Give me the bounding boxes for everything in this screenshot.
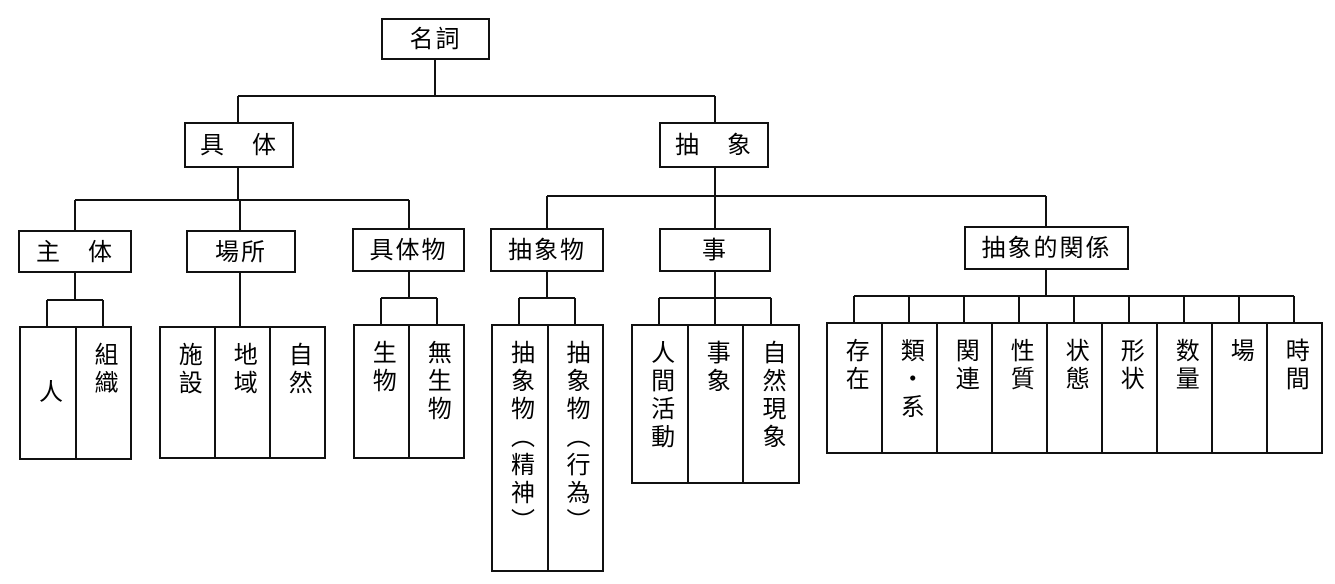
- leaf-cell: 時間: [1266, 324, 1321, 452]
- abstract-object-leaves: 抽象物（精神） 抽象物（行為）: [491, 324, 604, 572]
- leaf-label: 事象: [702, 340, 731, 396]
- leaf-cell: 人: [21, 328, 75, 458]
- leaf-cell: 事象: [686, 326, 743, 482]
- root-node: 名詞: [381, 18, 490, 60]
- leaf-label: 時間: [1281, 338, 1310, 394]
- leaf-label: 場: [1226, 338, 1255, 366]
- concrete-object-node-label: 具体物: [369, 236, 448, 264]
- leaf-label: 存在: [841, 338, 870, 394]
- leaf-label: 生物: [368, 340, 397, 396]
- place-node: 場所: [186, 230, 296, 273]
- abstract-node: 抽 象: [659, 122, 769, 168]
- concrete-node: 具 体: [184, 122, 294, 168]
- leaf-label: 性質: [1006, 338, 1035, 394]
- event-node: 事: [659, 228, 771, 272]
- leaf-label: 抽象物（行為）: [562, 340, 591, 536]
- leaf-cell: 自然現象: [742, 326, 798, 482]
- leaf-label: 数量: [1171, 338, 1200, 394]
- concrete-object-node: 具体物: [352, 228, 465, 272]
- event-leaves: 人間活動 事象 自然現象: [631, 324, 800, 484]
- leaf-cell: 抽象物（行為）: [546, 326, 603, 570]
- leaf-label: 組織: [90, 342, 119, 398]
- abstract-object-node: 抽象物: [490, 228, 604, 272]
- place-node-label: 場所: [215, 237, 267, 266]
- abstract-relation-node-label: 抽象的関係: [981, 234, 1112, 262]
- abstract-node-label: 抽 象: [675, 131, 753, 159]
- leaf-label: 自然現象: [757, 340, 786, 452]
- concrete-node-label: 具 体: [200, 131, 278, 159]
- abstract-relation-leaves: 存在 類・系 関連 性質 状態 形状 数量 場 時間: [826, 322, 1323, 454]
- leaf-cell: 施設: [161, 328, 214, 457]
- leaf-cell: 類・系: [881, 324, 936, 452]
- abstract-object-node-label: 抽象物: [508, 236, 586, 264]
- leaf-label: 類・系: [896, 338, 925, 422]
- leaf-cell: 抽象物（精神）: [493, 326, 547, 570]
- subject-node-label: 主 体: [36, 237, 114, 266]
- leaf-label: 施設: [174, 342, 203, 398]
- leaf-label: 自然: [284, 342, 313, 398]
- leaf-cell: 無生物: [408, 326, 463, 457]
- leaf-cell: 数量: [1156, 324, 1211, 452]
- leaf-cell: 生物: [355, 326, 408, 457]
- leaf-label: 抽象物（精神）: [506, 340, 535, 536]
- leaf-label: 人間活動: [646, 340, 675, 452]
- abstract-relation-node: 抽象的関係: [964, 226, 1129, 270]
- leaf-cell: 組織: [74, 328, 131, 458]
- leaf-cell: 状態: [1046, 324, 1101, 452]
- subject-leaves: 人 組織: [19, 326, 132, 460]
- leaf-cell: 地域: [214, 328, 269, 457]
- leaf-cell: 人間活動: [633, 326, 687, 482]
- event-node-label: 事: [702, 236, 728, 264]
- leaf-label: 人: [34, 379, 63, 407]
- leaf-label: 形状: [1116, 338, 1145, 394]
- leaf-label: 地域: [229, 342, 258, 398]
- root-node-label: 名詞: [409, 25, 462, 53]
- leaf-label: 無生物: [423, 340, 452, 424]
- leaf-cell: 存在: [828, 324, 881, 452]
- leaf-label: 状態: [1061, 338, 1090, 394]
- leaf-cell: 関連: [936, 324, 991, 452]
- leaf-cell: 場: [1211, 324, 1266, 452]
- leaf-cell: 性質: [991, 324, 1046, 452]
- place-leaves: 施設 地域 自然: [159, 326, 326, 459]
- leaf-cell: 自然: [269, 328, 324, 457]
- leaf-cell: 形状: [1101, 324, 1156, 452]
- subject-node: 主 体: [18, 230, 132, 273]
- concrete-object-leaves: 生物 無生物: [353, 324, 465, 459]
- leaf-label: 関連: [951, 338, 980, 394]
